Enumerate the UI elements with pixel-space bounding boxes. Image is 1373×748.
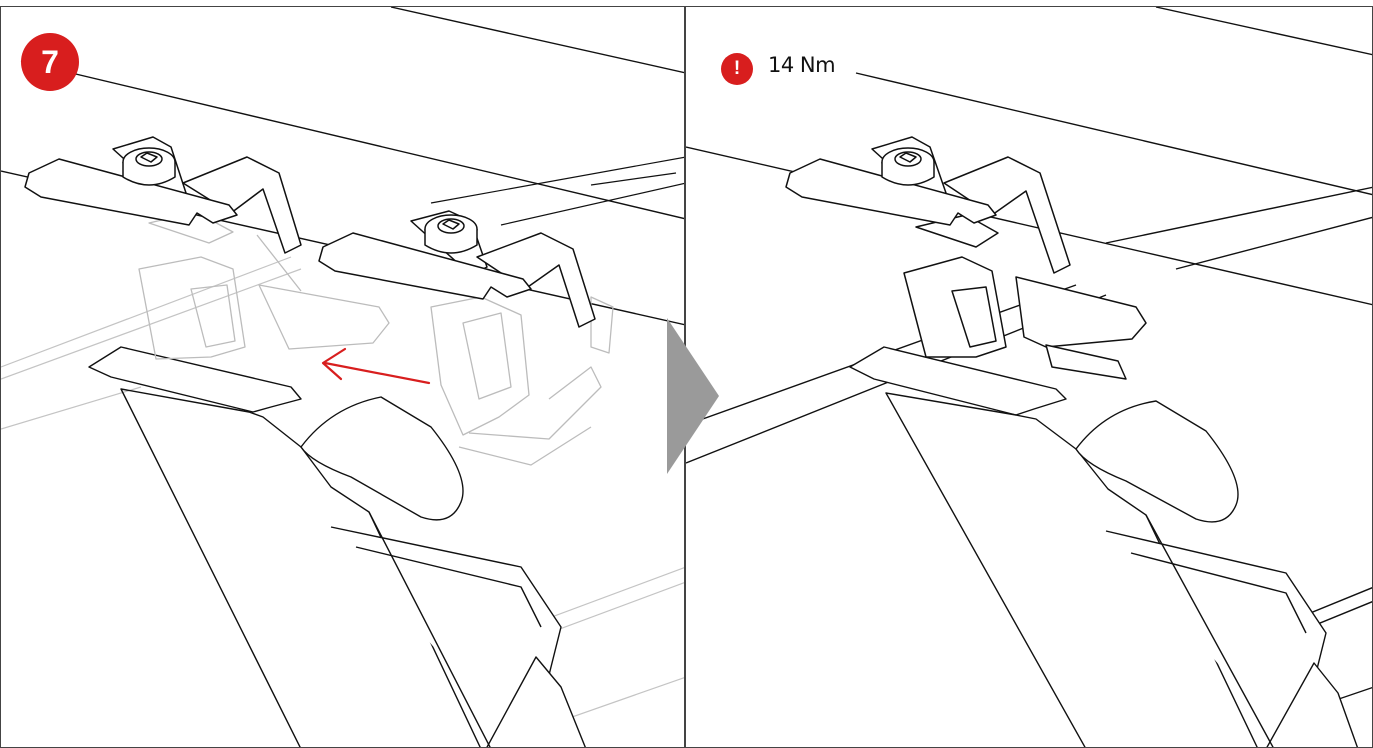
slide-direction-arrow-icon [321,347,431,385]
panel-after: ! 14 Nm [685,6,1373,748]
mounting-rail [88,346,586,747]
panel-before: 7 [0,6,685,748]
torque-value-label: 14 Nm [768,53,836,77]
clamp-installed [785,136,1147,380]
clamp-tightened-illustration [686,7,1372,747]
mounting-rail [849,346,1359,747]
module-gap [430,156,684,226]
step-number-badge: 7 [21,33,79,91]
next-step-triangle-icon [667,318,719,474]
warning-icon: ! [721,53,753,85]
clamp-left [24,136,302,254]
clamp-slide-illustration [1,7,684,747]
ghost-clamps [138,211,614,466]
clamp-right [318,210,596,328]
